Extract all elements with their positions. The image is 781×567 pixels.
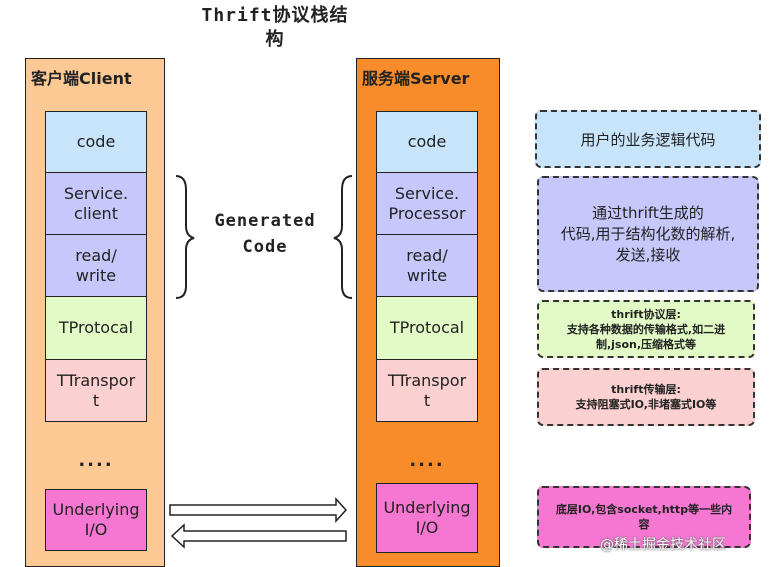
right-brace-icon bbox=[333, 175, 353, 299]
server-header: 服务端Server bbox=[362, 69, 470, 88]
left-brace-icon bbox=[175, 175, 195, 299]
client-dots: .... bbox=[78, 450, 114, 471]
client-layer-service: Service. client bbox=[45, 172, 147, 235]
server-layer-code: code bbox=[376, 111, 478, 173]
note-transport-layer: thrift传输层: 支持阻塞式IO,非堵塞式IO等 bbox=[537, 368, 755, 426]
note-protocol-layer: thrift协议层: 支持各种数据的传输格式,如二进 制,json,压缩格式等 bbox=[537, 300, 755, 358]
generated-code-label: Generated Code bbox=[214, 211, 316, 257]
note-generated-code: 通过thrift生成的 代码,用于结构化数的解析, 发送,接收 bbox=[537, 176, 759, 292]
diagram-title: Thrift协议栈结 构 bbox=[201, 5, 349, 50]
watermark: @稀土掘金技术社区 bbox=[600, 537, 726, 553]
server-layer-io: Underlying I/O bbox=[376, 483, 478, 553]
client-layer-transport: TTranspor t bbox=[45, 359, 147, 422]
note-business-logic: 用户的业务逻辑代码 bbox=[535, 110, 761, 168]
client-layer-io: Underlying I/O bbox=[45, 489, 147, 551]
server-dots: .... bbox=[409, 450, 445, 471]
arrow-right-icon bbox=[169, 497, 348, 523]
client-layer-code: code bbox=[45, 111, 147, 173]
note-underlying-io: 底层IO,包含socket,http等一些内 容 bbox=[537, 486, 751, 548]
server-layer-transport: TTranspor t bbox=[376, 359, 478, 422]
client-header: 客户端Client bbox=[31, 69, 132, 88]
arrow-left-icon bbox=[170, 523, 347, 549]
server-layer-readwrite: read/ write bbox=[376, 234, 478, 297]
client-layer-protocol: TProtocal bbox=[45, 296, 147, 360]
client-layer-readwrite: read/ write bbox=[45, 234, 147, 297]
